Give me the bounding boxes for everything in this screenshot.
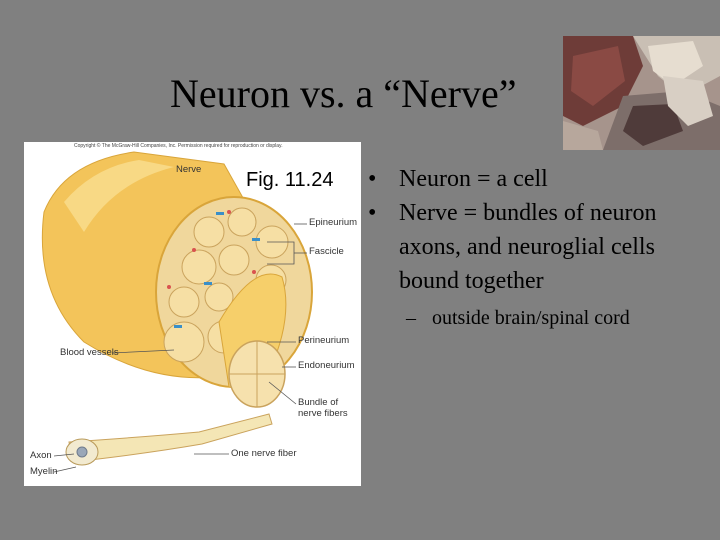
nerve-illustration: [41, 151, 313, 473]
bullet-text: Neuron = a cell: [399, 166, 548, 192]
label-axon: Axon: [30, 450, 52, 461]
bullet-text: Nerve = bundles of neuron axons, and neu…: [399, 200, 657, 294]
slide-title: Neuron vs. a “Nerve”: [170, 71, 517, 116]
sub-bullet-item: – outside brain/spinal cord: [368, 304, 708, 333]
figure-copyright: Copyright © The McGraw-Hill Companies, I…: [74, 143, 283, 149]
label-bundle-line2: nerve fibers: [298, 408, 348, 419]
nerve-anatomy-figure: Copyright © The McGraw-Hill Companies, I…: [24, 142, 361, 486]
bullet-glyph: •: [368, 200, 377, 226]
label-myelin: Myelin: [30, 466, 58, 477]
label-nerve: Nerve: [176, 164, 202, 175]
bullet-item: • Neuron = a cell: [368, 162, 708, 196]
dissection-photo: [563, 36, 720, 150]
label-bundle-line1: Bundle of: [298, 397, 339, 408]
label-one-nerve-fiber: One nerve fiber: [231, 448, 297, 459]
bullet-list: • Neuron = a cell • Nerve = bundles of n…: [368, 162, 708, 333]
dissection-photo-image: [563, 36, 720, 150]
label-epineurium: Epineurium: [309, 217, 358, 228]
label-blood-vessels: Blood vessels: [60, 347, 119, 358]
label-endoneurium: Endoneurium: [298, 360, 355, 371]
label-perineurium: Perineurium: [298, 335, 350, 346]
sub-bullet-text: outside brain/spinal cord: [432, 307, 630, 329]
bullet-glyph: •: [368, 166, 377, 192]
sub-bullet-glyph: –: [406, 307, 416, 329]
figure-caption: Fig. 11.24: [246, 169, 334, 191]
bullet-item: • Nerve = bundles of neuron axons, and n…: [368, 196, 708, 298]
label-fascicle: Fascicle: [309, 246, 344, 257]
